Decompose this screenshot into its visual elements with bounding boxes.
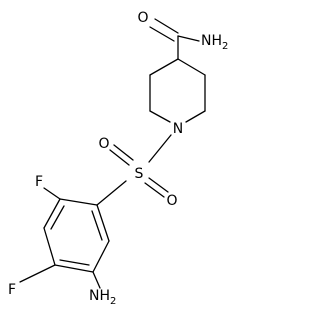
c-f-upper-bond	[43, 187, 61, 200]
carboxamide-group	[149, 18, 200, 60]
s-o-lower-double-bond-b	[144, 182, 165, 198]
sulfonyl-oxygens	[109, 144, 169, 198]
aryl-inner-double-bond-3	[91, 210, 103, 241]
s-aryl-bond	[96, 180, 127, 206]
s-o-upper-double-bond-a	[113, 144, 134, 161]
sulfonyl-oxygen-upper-label: O	[98, 136, 109, 152]
aryl-substituents	[19, 187, 101, 289]
ring-bond-c2-n	[149, 110, 171, 123]
amide-c-n-bond	[177, 35, 200, 42]
chemical-structure-diagram: O NH2 N S O O F F NH2	[8, 10, 228, 307]
molecule-drawing: O NH2 N S O O F F NH2	[8, 10, 228, 307]
s-o-upper-double-bond-b	[109, 149, 130, 166]
s-o-lower-double-bond-a	[148, 177, 169, 193]
benzene-ring	[43, 198, 110, 273]
piperidine-ring	[149, 58, 206, 123]
ring-bond-c4-c3	[149, 58, 179, 76]
fluorine-upper-label: F	[35, 174, 43, 190]
sulfur-label: S	[135, 166, 144, 182]
carbonyl-oxygen-label: O	[137, 10, 148, 26]
aryl-bond-c2-c3	[43, 198, 61, 229]
n-s-bond	[148, 134, 172, 163]
ring-nitrogen-label: N	[173, 121, 183, 137]
c-f-lower-bond	[19, 264, 56, 283]
amide-nitrogen-label: NH2	[201, 33, 228, 52]
aryl-inner-double-bond-2	[59, 259, 90, 266]
aryl-bond-c5-c6	[92, 240, 110, 273]
aryl-bond-c4-c5	[54, 264, 94, 273]
ring-bond-c4-c5	[177, 58, 206, 76]
c-nh2-bond	[92, 271, 101, 289]
aryl-bond-c3-c4	[43, 227, 56, 266]
carbonyl-double-bond-b	[154, 18, 179, 34]
sulfonyl-oxygen-lower-label: O	[166, 193, 177, 209]
aryl-bond-c6-c1	[96, 204, 110, 242]
aryl-bond-c1-c2	[59, 198, 98, 206]
fluorine-lower-label: F	[8, 282, 16, 298]
ring-bond-c6-n	[185, 110, 206, 123]
aryl-inner-double-bond-1	[50, 205, 65, 230]
amine-nitrogen-label: NH2	[89, 288, 116, 307]
carbonyl-double-bond-a	[149, 26, 175, 42]
